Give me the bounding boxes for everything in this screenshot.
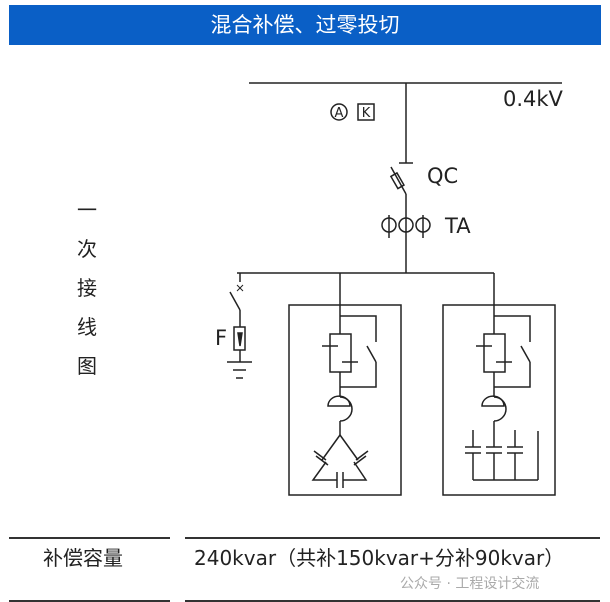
breaker-label: QC: [427, 164, 459, 188]
divider: [9, 600, 170, 602]
capacity-label: 补偿容量: [43, 546, 123, 570]
side-char: 线: [77, 315, 97, 339]
arrester-label: F: [215, 326, 228, 350]
ammeter-icon: [330, 103, 348, 121]
ammeter-label: A: [335, 106, 344, 121]
current-transformer-icon: [381, 215, 431, 238]
common-compensation-unit: [288, 273, 402, 496]
switch-meter-icon: [357, 103, 375, 121]
split-compensation-unit: [442, 273, 556, 496]
voltage-label: 0.4kV: [503, 87, 563, 111]
side-char: 一: [77, 198, 97, 222]
side-label: 一 次 接 线 图: [74, 198, 100, 393]
side-char: 图: [77, 354, 97, 378]
divider: [185, 600, 600, 602]
capacity-value: 240kvar（共补150kvar+分补90kvar）: [194, 546, 565, 570]
divider: [185, 537, 600, 539]
ct-label: TA: [445, 214, 471, 238]
watermark: 公众号 · 工程设计交流: [400, 576, 540, 592]
fuse-switch-icon: [389, 166, 407, 195]
side-char: 接: [77, 276, 97, 300]
surge-arrester-icon: [227, 273, 252, 379]
switch-meter-label: K: [362, 106, 371, 121]
title-banner: 混合补偿、过零投切: [9, 5, 601, 45]
divider: [9, 537, 170, 539]
side-char: 次: [77, 237, 97, 261]
